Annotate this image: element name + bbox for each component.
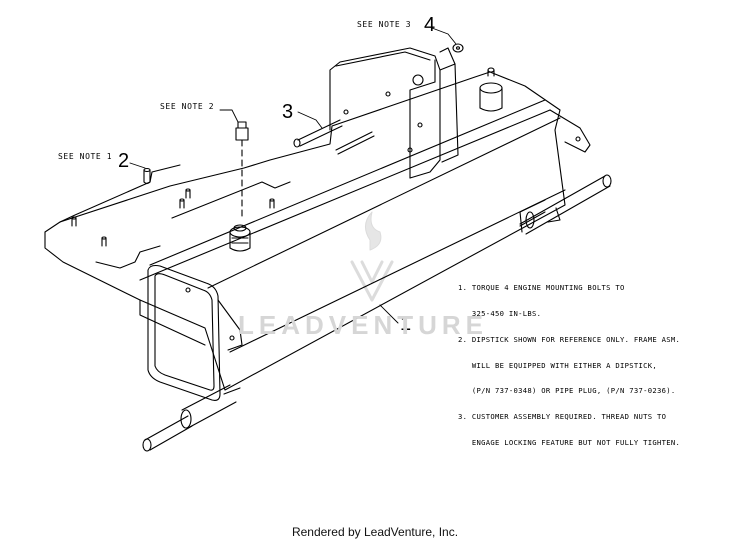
filler-neck xyxy=(479,67,503,112)
front-axle-tube xyxy=(142,384,241,452)
note-line: 2. DIPSTICK SHOWN FOR REFERENCE ONLY. FR… xyxy=(458,334,681,344)
dipstick-cap xyxy=(235,121,249,219)
front-end-plate xyxy=(147,264,243,401)
mounting-bolt xyxy=(293,119,375,155)
see-note-2-label: SEE NOTE 2 xyxy=(160,102,215,111)
callout-part-4: 4 xyxy=(424,14,436,36)
engine-mount-plate xyxy=(329,47,459,179)
callout-part-3: 3 xyxy=(282,101,294,123)
see-note-3-label: SEE NOTE 3 xyxy=(357,20,412,29)
note-line: ENGAGE LOCKING FEATURE BUT NOT FULLY TIG… xyxy=(458,437,681,447)
assembly-notes: 1. TORQUE 4 ENGINE MOUNTING BOLTS TO 325… xyxy=(458,267,680,456)
watermark-text: LEADVENTURE xyxy=(238,310,489,340)
mounting-studs xyxy=(71,167,275,247)
callout-part-1: 1 xyxy=(400,313,412,335)
watermark-logo-icon xyxy=(350,211,394,302)
note-line: WILL BE EQUIPPED WITH EITHER A DIPSTICK, xyxy=(458,360,657,370)
note-line: 1. TORQUE 4 ENGINE MOUNTING BOLTS TO xyxy=(458,283,625,293)
rear-shaft xyxy=(519,211,546,227)
frame-side-panel xyxy=(139,109,566,391)
frame-top-plate xyxy=(44,71,561,301)
rear-end-bracket xyxy=(547,109,591,223)
note-line: (P/N 737-0348) OR PIPE PLUG, (P/N 737-02… xyxy=(458,386,676,396)
note-line: 3. CUSTOMER ASSEMBLY REQUIRED. THREAD NU… xyxy=(458,412,667,422)
rear-axle-tube xyxy=(519,174,612,235)
note-line: 325-450 IN-LBS. xyxy=(458,308,542,318)
leader-lines xyxy=(129,27,457,324)
dipstick-plug xyxy=(229,224,251,252)
callout-part-2: 2 xyxy=(118,150,130,172)
see-note-1-label: SEE NOTE 1 xyxy=(58,152,113,161)
footer-credit: Rendered by LeadVenture, Inc. xyxy=(291,525,459,539)
washer xyxy=(452,43,464,53)
